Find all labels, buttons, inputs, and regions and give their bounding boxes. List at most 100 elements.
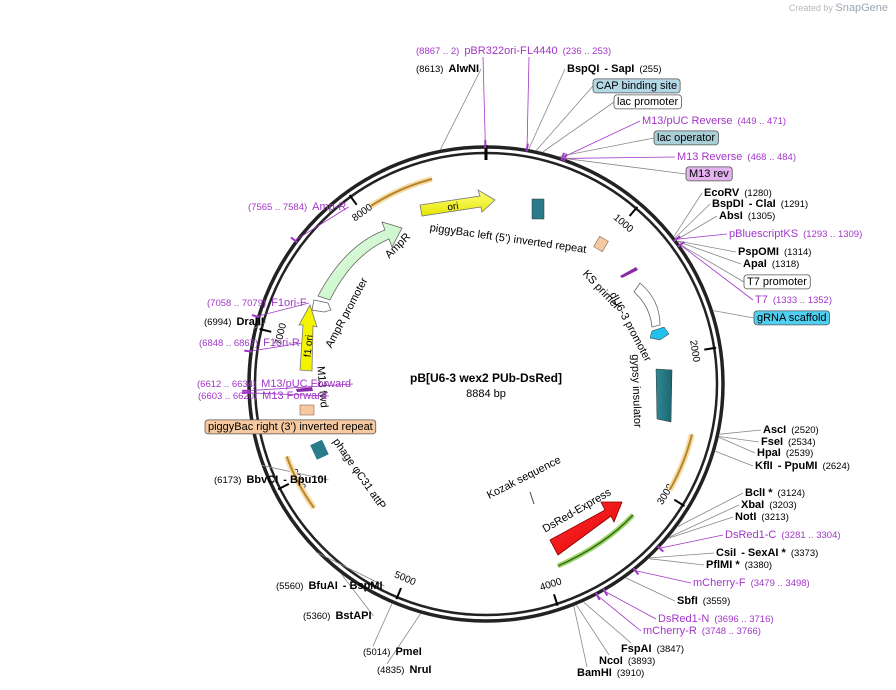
label-part: (3696 .. 3716): [714, 614, 773, 625]
label-text: BamHI(3910): [577, 667, 644, 679]
leader-line: [341, 574, 374, 617]
label-bspqi-sapi[interactable]: BspQI- SapI(255): [567, 63, 662, 75]
feature-label-kozak[interactable]: Kozak sequence: [485, 454, 563, 502]
label-kfli-ppumi[interactable]: KflI- PpuMI(2624): [755, 460, 850, 472]
scale-tick: [348, 194, 358, 206]
label-text: KflI- PpuMI(2624): [755, 460, 850, 472]
label-ecorv[interactable]: EcoRV(1280): [704, 187, 772, 199]
label-asci[interactable]: AscI(2520): [763, 424, 819, 436]
orange-arc[interactable]: [668, 434, 693, 491]
label-part: AscI: [763, 424, 786, 436]
leader-line: [676, 233, 728, 240]
du6-3-promoter-arrow[interactable]: [633, 282, 661, 328]
label-part: PmeI: [395, 646, 421, 658]
label-part: CAP binding site: [596, 80, 677, 92]
label-m13-rev[interactable]: M13 rev: [685, 166, 733, 182]
ampr-promoter-arrow[interactable]: [311, 299, 332, 313]
f1-ori-arrow[interactable]: [298, 303, 318, 372]
label-alwni[interactable]: (8613)AlwNI: [416, 63, 479, 75]
feature-label-piggybac-left[interactable]: piggyBac left (5') inverted repeat: [429, 222, 587, 256]
label-fspai[interactable]: FspAI(3847): [621, 643, 684, 655]
primer-site-mark: [525, 143, 529, 152]
label-t7[interactable]: T7(1333 .. 1352): [755, 294, 832, 306]
label-bbvci-bpu10i[interactable]: (6173)BbvCI- Bpu10I: [214, 474, 327, 486]
label-bamhi[interactable]: BamHI(3910): [577, 667, 644, 679]
feature-label-ori[interactable]: ori: [447, 201, 460, 214]
label-bcli[interactable]: BclI *(3124): [745, 487, 805, 499]
ks-primer-box[interactable]: [593, 235, 609, 253]
leader-line: [604, 590, 657, 620]
label-pmei[interactable]: (5014)PmeI: [363, 646, 422, 658]
grna-scaffold-shape[interactable]: [649, 326, 670, 341]
label-cap-binding-site[interactable]: CAP binding site: [592, 78, 681, 94]
ori-arrow[interactable]: [419, 189, 496, 217]
m13-fwd-primer[interactable]: [296, 387, 313, 392]
label-m13-forward[interactable]: (6603 .. 6620)M13 Forward: [198, 390, 327, 402]
orange-arc[interactable]: [285, 456, 315, 509]
dsred-express-arrow[interactable]: [549, 501, 623, 556]
label-part: (255): [639, 64, 661, 75]
label-bfuai-bspmi[interactable]: (5560)BfuAI- BspMI: [276, 580, 383, 592]
piggybac-right-box[interactable]: [299, 404, 315, 416]
label-bstapi[interactable]: (5360)BstAPI: [303, 610, 372, 622]
label-dsred1-c[interactable]: DsRed1-C(3281 .. 3304): [725, 529, 841, 541]
label-nrui[interactable]: (4835)NruI: [377, 664, 431, 676]
label-part: AbsI: [719, 210, 743, 222]
label-xbai[interactable]: XbaI(3203): [741, 499, 797, 511]
label-pbluescriptks[interactable]: pBluescriptKS(1293 .. 1309): [729, 228, 862, 240]
label-sbfi[interactable]: SbfI(3559): [677, 595, 730, 607]
label-lac-promoter[interactable]: lac promoter: [613, 94, 682, 110]
label-m13-puc-reverse[interactable]: M13/pUC Reverse(449 .. 471): [642, 115, 786, 127]
feature-label-gypsy-insulator[interactable]: gypsy insulator: [629, 354, 644, 428]
label-bspdi-clai[interactable]: BspDI- ClaI(1291): [712, 198, 808, 210]
label-text: L4440(236 .. 253): [527, 45, 611, 57]
label-part: (3479 .. 3498): [751, 578, 810, 589]
label-pspomi[interactable]: PspOMI(1314): [738, 246, 811, 258]
label-box: [653, 130, 719, 146]
label-text: (6173)BbvCI- Bpu10I: [214, 474, 327, 486]
label-text: lac operator: [657, 132, 715, 144]
label-mcherry-f[interactable]: mCherry-F (3479 .. 3498): [693, 577, 810, 589]
label-m13-reverse[interactable]: M13 Reverse(468 .. 484): [677, 151, 796, 163]
feature-label-f1-ori[interactable]: f1 ori: [303, 334, 316, 357]
label-apai[interactable]: ApaI(1318): [743, 258, 799, 270]
label-part: mCherry-F: [693, 577, 746, 589]
label-lac-operator[interactable]: lac operator: [653, 130, 719, 146]
label-f1ori-f[interactable]: (7058 .. 7079)F1ori-F: [207, 297, 307, 309]
label-text: SbfI(3559): [677, 595, 730, 607]
label-text: BspQI- SapI(255): [567, 63, 662, 75]
label-amp-r[interactable]: (7565 .. 7584)Amp-R: [248, 201, 346, 213]
phage-attp-box[interactable]: [310, 439, 329, 460]
label-csii-sexai[interactable]: CsiI- SexAI *(3373): [716, 547, 818, 559]
label-pflmi[interactable]: PflMI *(3380): [706, 559, 772, 571]
feature-label-m13-fwd[interactable]: M13 fwd: [314, 366, 330, 408]
label-grna-scaffold[interactable]: gRNA scaffold: [753, 310, 830, 326]
label-draiii[interactable]: (6994)DraIII: [204, 316, 264, 328]
label-l4440[interactable]: L4440(236 .. 253): [527, 45, 611, 57]
label-text: NcoI(3893): [599, 655, 655, 667]
label-pbr322ori-f[interactable]: (8867 .. 2)pBR322ori-F: [416, 45, 527, 57]
label-noti[interactable]: NotI(3213): [735, 511, 789, 523]
label-f1ori-r[interactable]: (6848 .. 6867)F1ori-R: [199, 337, 300, 349]
ks-primer-mark[interactable]: [620, 267, 638, 278]
leader-line: [649, 558, 705, 566]
label-dsred1-n[interactable]: DsRed1-N(3696 .. 3716): [658, 613, 774, 625]
label-mcherry-r[interactable]: mCherry-R(3748 .. 3766): [643, 625, 761, 637]
label-hpai[interactable]: HpaI(2539): [757, 447, 813, 459]
label-part: (1333 .. 1352): [773, 295, 832, 306]
label-box: [204, 419, 377, 435]
label-piggybac-right[interactable]: piggyBac right (3') inverted repeat: [204, 419, 377, 435]
label-m13-puc-forward[interactable]: (6612 .. 6634)M13/pUC Forward: [197, 378, 351, 390]
ampr-arrow[interactable]: [317, 221, 403, 301]
label-text: M13/pUC Reverse(449 .. 471): [642, 115, 786, 127]
label-ncoi[interactable]: NcoI(3893): [599, 655, 655, 667]
piggybac-left-box[interactable]: [531, 198, 545, 220]
leader-line: [668, 516, 734, 539]
gypsy-insulator-box[interactable]: [655, 368, 673, 423]
label-absi[interactable]: AbsI(1305): [719, 210, 775, 222]
feature-label-phage-attp[interactable]: phage φC31 attP: [330, 436, 388, 511]
label-part: (2534): [788, 437, 815, 448]
label-t7-promoter[interactable]: T7 promoter: [743, 274, 811, 290]
label-fsei[interactable]: FseI(2534): [761, 436, 815, 448]
orange-arc[interactable]: [370, 178, 433, 208]
